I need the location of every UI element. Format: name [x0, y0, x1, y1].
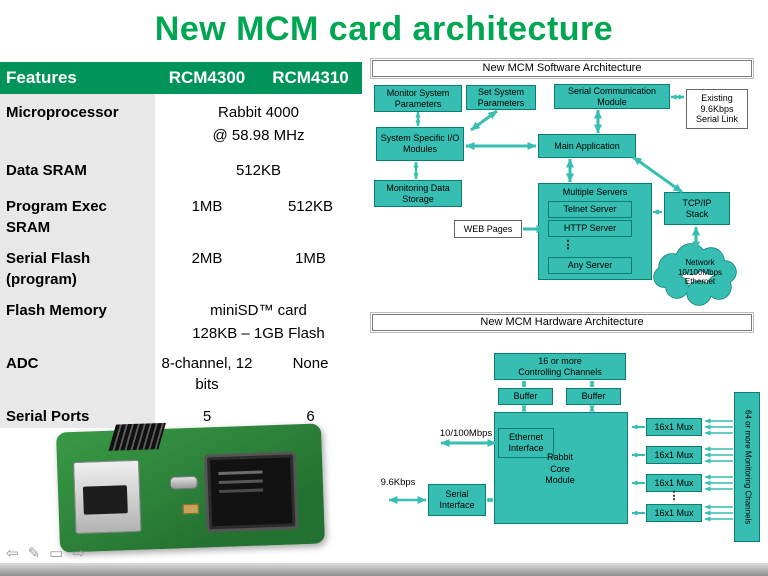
sw-box-web-pages: WEB Pages: [454, 220, 522, 238]
value-cell: 512KB: [287, 198, 334, 215]
value-cell: Rabbit 4000 @ 58.98 MHz: [212, 104, 305, 144]
value-cell: None: [292, 355, 329, 372]
table-row: Microprocessor Rabbit 4000 @ 58.98 MHz: [0, 94, 362, 152]
value-cell: 5: [202, 408, 212, 425]
slide-title: New MCM card architecture: [154, 10, 614, 48]
hw-box-serial-interface: Serial Interface: [428, 484, 486, 516]
network-cloud-label: Network 10/100Mbps Ethernet: [677, 258, 723, 287]
slideshow-nav: ⇦ ✎ ▭ ⇨: [6, 544, 85, 562]
ethernet-jack: [73, 459, 142, 535]
table-row: Serial Flash (program) 2MB 1MB: [0, 240, 362, 292]
next-slide-icon[interactable]: ⇨: [72, 545, 85, 562]
col-header-features: Features: [6, 68, 77, 87]
hw-box-buffer-left: Buffer: [498, 388, 553, 405]
hw-box-mux-1: 16x1 Mux: [646, 418, 702, 436]
spec-table: Features RCM4300 RCM4310 Microprocessor …: [0, 62, 362, 428]
hw-box-mux-2: 16x1 Mux: [646, 446, 702, 464]
sw-box-any-server: Any Server: [548, 257, 632, 274]
window-bottom-edge: [0, 563, 768, 576]
hardware-diagram-title: New MCM Hardware Architecture: [370, 312, 754, 333]
sw-box-monitor-system-parameters: Monitor System Parameters: [374, 85, 462, 112]
feature-label: Serial Ports: [0, 398, 155, 428]
rcm-board-photo: [55, 422, 326, 553]
sw-box-system-specific-io-modules: System Specific I/O Modules: [376, 127, 464, 161]
table-row: Program Exec SRAM 1MB 512KB: [0, 188, 362, 240]
feature-label: Data SRAM: [0, 152, 155, 188]
sw-box-monitoring-data-storage: Monitoring Data Storage: [374, 180, 462, 207]
sw-box-set-system-parameters: Set System Parameters: [466, 85, 536, 110]
hw-box-buffer-right: Buffer: [566, 388, 621, 405]
pin-header: [108, 422, 166, 451]
sw-box-existing-serial-link: Existing 9.6Kbps Serial Link: [686, 89, 748, 129]
sw-box-serial-communication-module: Serial Communication Module: [554, 84, 670, 109]
value-cell: 6: [306, 408, 315, 425]
feature-label: Microprocessor: [0, 94, 155, 152]
software-diagram-title: New MCM Software Architecture: [370, 58, 754, 79]
hw-box-mux-3: 16x1 Mux: [646, 474, 702, 492]
sw-box-tcpip-stack: TCP/IP Stack: [664, 192, 730, 225]
sw-box-main-application: Main Application: [538, 134, 636, 158]
value-cell: 1MB: [191, 198, 223, 215]
value-cell: 1MB: [295, 250, 326, 267]
feature-label: Flash Memory: [0, 292, 155, 345]
ethernet-speed-label: 10/100Mbps: [439, 428, 493, 439]
previous-slide-icon[interactable]: ⇦: [6, 545, 19, 562]
hw-box-mux-4: 16x1 Mux: [646, 504, 702, 522]
capacitor: [182, 503, 199, 515]
crystal-oscillator: [169, 475, 199, 490]
mux-ellipsis: ⋮: [668, 490, 680, 502]
server-ellipsis: ⋮: [562, 239, 574, 251]
sw-box-http-server: HTTP Server: [548, 220, 632, 237]
value-cell: 512KB: [235, 162, 282, 179]
col-header-rcm4310: RCM4310: [272, 68, 349, 87]
table-row: Data SRAM 512KB: [0, 152, 362, 188]
value-cell: 2MB: [191, 250, 223, 267]
table-header-row: Features RCM4300 RCM4310: [0, 62, 362, 94]
value-cell: miniSD™ card 128KB – 1GB Flash: [192, 302, 325, 342]
feature-label: Program Exec SRAM: [0, 188, 155, 240]
pen-tool-icon[interactable]: ✎: [27, 545, 41, 562]
hw-box-ethernet-interface: Ethernet Interface: [498, 428, 554, 458]
serial-speed-label: 9.6Kbps: [380, 477, 416, 488]
sw-box-telnet-server: Telnet Server: [548, 201, 632, 218]
value-cell: 8-channel, 12 bits: [161, 355, 253, 393]
slide-menu-icon[interactable]: ▭: [49, 545, 64, 562]
col-header-rcm4300: RCM4300: [168, 68, 246, 87]
rabbit-core-module-label: Rabbit Core Module: [545, 452, 575, 486]
table-row: Flash Memory miniSD™ card 128KB – 1GB Fl…: [0, 292, 362, 345]
table-row: Serial Ports 5 6: [0, 398, 362, 428]
feature-label: ADC: [0, 345, 155, 398]
hw-box-controlling-channels: 16 or more Controlling Channels: [494, 353, 626, 380]
table-row: ADC 8-channel, 12 bits None: [0, 345, 362, 398]
hw-box-monitoring-channels: 64 or more Monitoring Channels: [734, 392, 760, 542]
rabbit-processor-chip: [206, 454, 296, 530]
feature-label: Serial Flash (program): [0, 240, 155, 292]
